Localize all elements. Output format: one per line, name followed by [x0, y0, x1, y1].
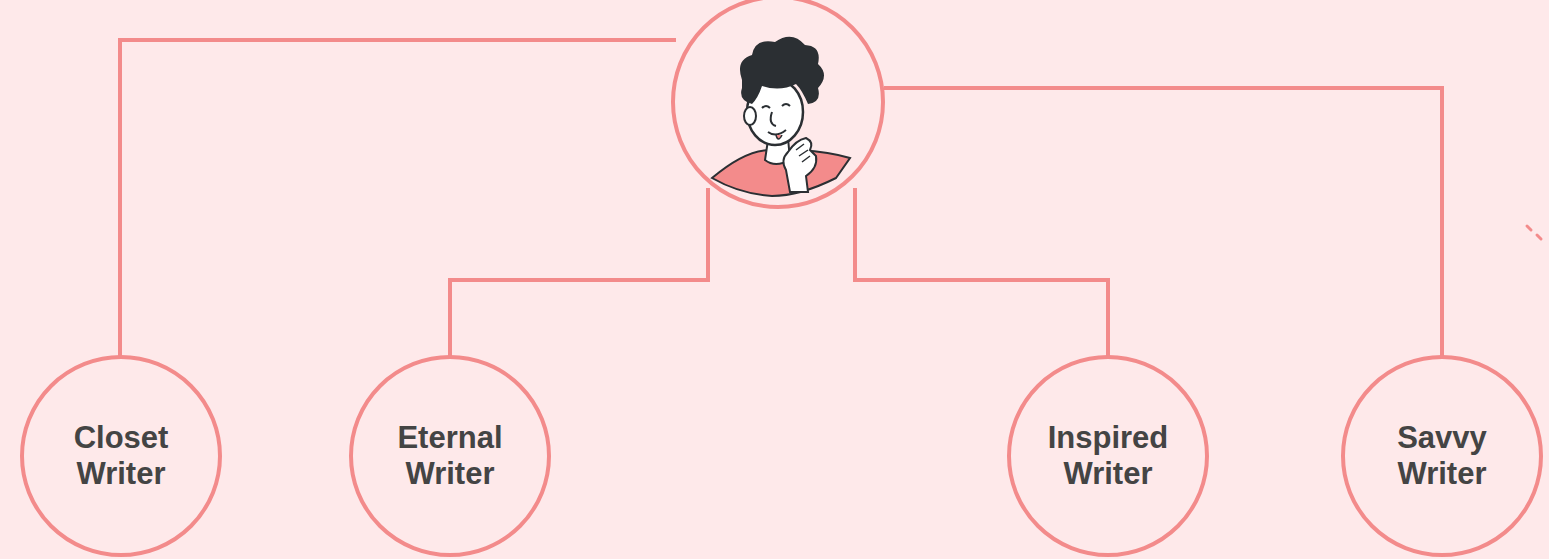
node-label: Savvy Writer	[1372, 420, 1512, 492]
circle-shape	[22, 357, 220, 555]
circle-shape	[1343, 357, 1541, 555]
text-stack: Eternal Writer	[380, 420, 520, 492]
text-stack: Closet Writer	[51, 420, 191, 492]
text-stack: Inspired Writer	[1038, 420, 1178, 492]
writer-circle: Savvy Writer	[1341, 355, 1543, 557]
circle-shape	[351, 357, 549, 555]
avatar-circle	[673, 0, 883, 207]
node-label: Inspired Writer	[1038, 420, 1178, 492]
circle-shape	[1009, 357, 1207, 555]
connector-line	[450, 188, 708, 356]
text-stack: Savvy Writer	[1372, 420, 1512, 492]
connector-line	[120, 40, 676, 356]
avatar-illustration	[712, 37, 850, 196]
node-label: Closet Writer	[51, 420, 191, 492]
dash-decoration	[1527, 226, 1541, 239]
connector-line	[855, 188, 1108, 356]
node-label: Eternal Writer	[380, 420, 520, 492]
writer-circle: Closet Writer	[20, 355, 222, 557]
writer-circle: Inspired Writer	[1007, 355, 1209, 557]
writer-circle: Eternal Writer	[349, 355, 551, 557]
connector-line	[884, 88, 1442, 356]
